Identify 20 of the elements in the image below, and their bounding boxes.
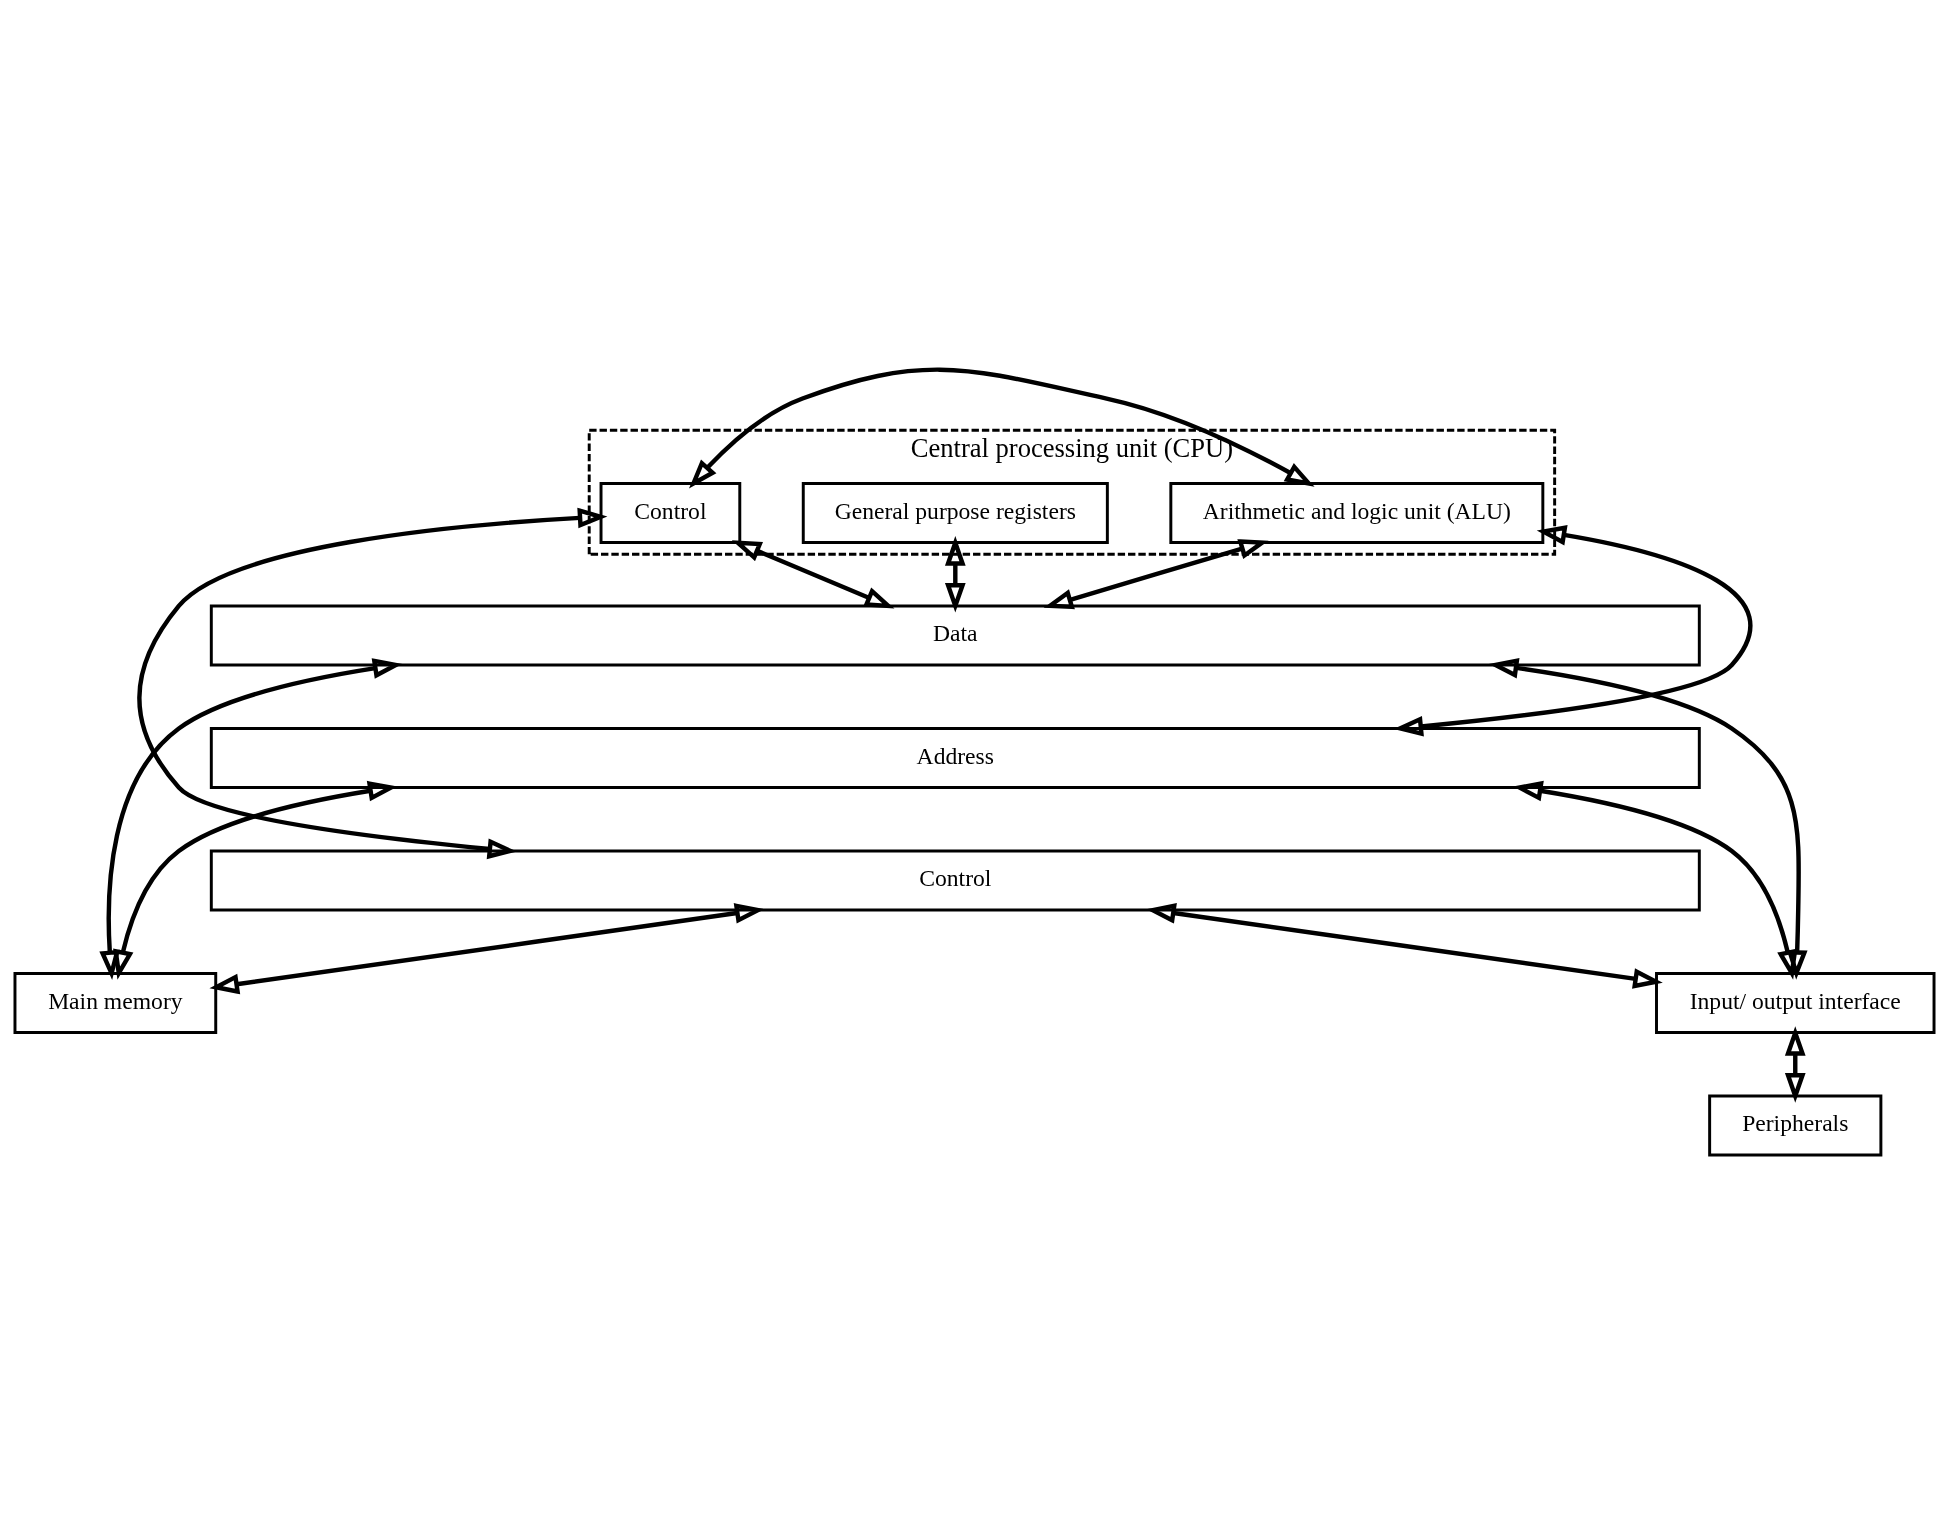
arrow	[99, 658, 403, 981]
node-box: Control	[599, 481, 742, 544]
arrow	[209, 903, 765, 995]
arrow	[137, 507, 608, 860]
node-box: Peripherals	[1708, 1094, 1883, 1157]
node-box: Main memory	[13, 972, 218, 1035]
node-box: Input/ output interface	[1655, 972, 1936, 1035]
arrow	[1784, 1026, 1806, 1103]
arrow	[1488, 657, 1808, 980]
arrow	[944, 536, 966, 613]
arrow	[1043, 539, 1269, 610]
node-box: Data	[209, 604, 1701, 667]
arrow	[689, 367, 1315, 489]
arrow	[1146, 903, 1663, 989]
node-box: Address	[209, 727, 1701, 789]
node-box: Control	[209, 849, 1701, 912]
arrow	[731, 540, 895, 609]
arrow	[113, 780, 398, 980]
node-box: Arithmetic and logic unit (ALU)	[1169, 481, 1545, 544]
node-box: General purpose registers	[801, 481, 1109, 544]
